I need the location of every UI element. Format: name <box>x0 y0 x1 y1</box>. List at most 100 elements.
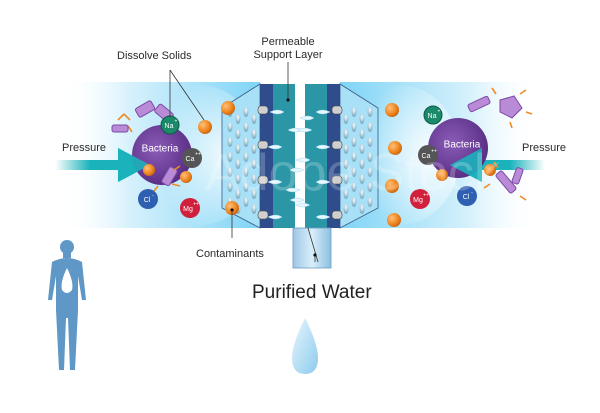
pore <box>343 114 349 124</box>
pore <box>243 122 249 132</box>
contaminant-particle <box>388 141 402 155</box>
pore <box>343 174 349 184</box>
pore <box>367 152 373 162</box>
contaminant-particle <box>225 201 239 215</box>
left-ion-ca: Ca ++ <box>182 148 202 168</box>
svg-text:Na: Na <box>165 123 174 130</box>
pore <box>359 174 365 184</box>
pore <box>227 182 233 192</box>
pore <box>251 129 257 139</box>
left-ion-mg: Mg ++ <box>180 198 200 218</box>
pore <box>243 182 249 192</box>
pore <box>251 189 257 199</box>
right-ion-cl: Cl - <box>457 186 477 206</box>
pore <box>367 182 373 192</box>
right-ion-mg: Mg ++ <box>410 189 430 209</box>
pore <box>351 152 357 162</box>
right-ion-ca: Ca ++ <box>418 145 438 165</box>
dissolve-solids-label: Dissolve Solids <box>117 50 192 62</box>
left-contaminants <box>221 101 239 215</box>
water-droplet <box>267 179 283 185</box>
right-ion-na: Na + <box>423 105 443 125</box>
label-line: Support Layer <box>253 49 323 61</box>
water-droplet <box>315 179 331 185</box>
pore <box>227 167 233 177</box>
water-droplet <box>299 115 315 121</box>
permeate-channel <box>295 84 305 228</box>
pore <box>343 159 349 169</box>
pore <box>235 159 241 169</box>
pore <box>235 174 241 184</box>
water-droplet <box>295 202 311 208</box>
pore <box>367 137 373 147</box>
left-arrow-head <box>118 148 150 182</box>
left-bacteria-label: Bacteria <box>142 144 179 155</box>
pore <box>251 144 257 154</box>
svg-text:-: - <box>152 192 154 198</box>
pore <box>351 107 357 117</box>
pore <box>367 122 373 132</box>
pore <box>359 114 365 124</box>
pore <box>235 144 241 154</box>
human-body-icon <box>48 240 86 370</box>
water-droplet <box>267 214 283 220</box>
pressure-left-label: Pressure <box>62 142 107 154</box>
water-droplet <box>285 187 301 193</box>
water-drop-icon <box>292 318 318 374</box>
outlet-marker <box>313 253 317 257</box>
pore <box>351 137 357 147</box>
left-membrane-layer <box>260 84 273 228</box>
membrane-notches <box>257 105 343 220</box>
svg-text:Cl: Cl <box>144 197 151 204</box>
water-droplet <box>269 109 285 115</box>
pore <box>343 144 349 154</box>
pore <box>351 122 357 132</box>
water-droplet <box>295 157 311 163</box>
pore <box>227 137 233 147</box>
pore <box>251 159 257 169</box>
pore <box>359 144 365 154</box>
pore <box>227 122 233 132</box>
svg-text:Ca: Ca <box>422 153 431 160</box>
pore <box>351 167 357 177</box>
svg-text:++: ++ <box>423 192 429 198</box>
svg-text:Na: Na <box>428 113 437 120</box>
svg-text:+: + <box>438 108 441 114</box>
virus-molecules <box>111 87 533 201</box>
purified-water-outlet <box>292 227 332 269</box>
svg-text:++: ++ <box>195 151 201 157</box>
pore <box>251 174 257 184</box>
svg-text:Mg: Mg <box>183 206 193 213</box>
pore <box>243 197 249 207</box>
leader-lines <box>169 62 319 263</box>
pressure-right-label: Pressure <box>522 142 567 154</box>
right-support-layer <box>305 84 327 228</box>
contaminants-label: Contaminants <box>196 248 264 260</box>
contaminant-particle <box>387 213 401 227</box>
pore <box>367 107 373 117</box>
svg-text:-: - <box>471 189 473 195</box>
pore <box>359 204 365 214</box>
pore <box>359 159 365 169</box>
pore <box>243 137 249 147</box>
support-layer-marker <box>286 98 290 102</box>
pore <box>351 197 357 207</box>
water-droplet <box>289 197 305 203</box>
svg-text:Mg: Mg <box>413 197 423 204</box>
pore <box>227 152 233 162</box>
right-arrow-head <box>450 148 482 182</box>
pore <box>351 182 357 192</box>
svg-text:+: + <box>175 118 178 124</box>
contaminant-particle <box>385 103 399 117</box>
pore <box>343 129 349 139</box>
right-membrane-pores <box>343 107 373 214</box>
free-contaminants <box>143 120 496 183</box>
pore <box>367 167 373 177</box>
left-ion-cl: Cl - <box>138 189 158 209</box>
pore <box>343 189 349 199</box>
contaminant-particle <box>385 179 399 193</box>
label-line: Permeable <box>261 36 315 48</box>
water-droplet <box>315 144 331 150</box>
purified-water-label: Purified Water <box>252 282 372 303</box>
